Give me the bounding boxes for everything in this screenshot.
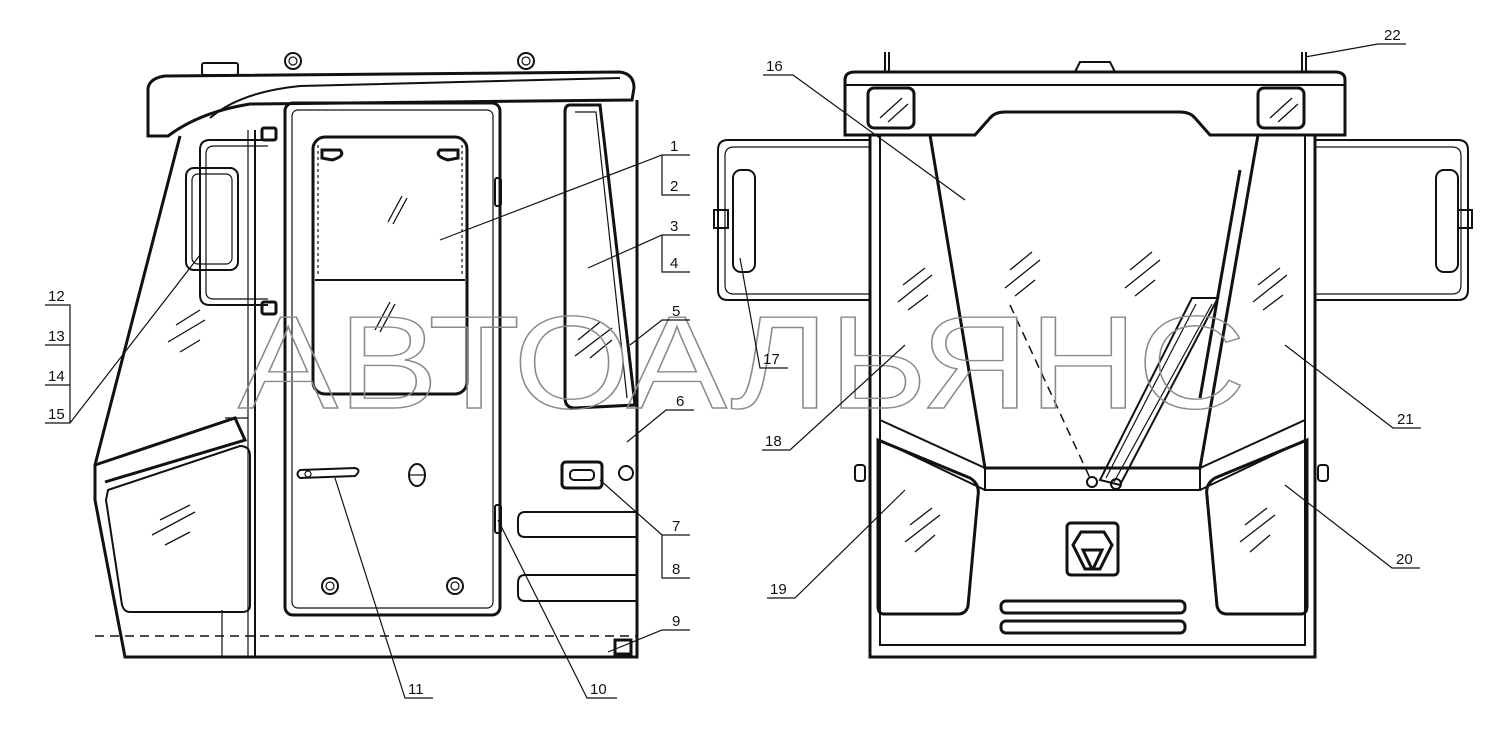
callout-19: 19	[770, 581, 787, 598]
callout-9: 9	[672, 613, 680, 630]
side-lower-window	[104, 444, 251, 613]
callout-8: 8	[672, 561, 680, 578]
front-mirror-arm-left	[717, 139, 870, 301]
front-mirror-left	[732, 169, 756, 273]
callout-12: 12	[48, 288, 65, 305]
front-mirror-right	[1435, 169, 1459, 273]
callout-15: 15	[48, 406, 65, 423]
cab-side-view	[93, 52, 639, 659]
callout-22: 22	[1384, 27, 1401, 44]
callout-13: 13	[48, 328, 65, 345]
callout-2: 2	[670, 178, 678, 195]
front-mirror-arm-right	[1315, 139, 1469, 301]
callout-14: 14	[48, 368, 65, 385]
callout-20: 20	[1396, 551, 1413, 568]
front-windshield	[928, 134, 1260, 470]
side-plug	[618, 465, 634, 481]
front-lower-window-right	[1205, 437, 1309, 616]
side-switch	[560, 460, 604, 490]
front-body-outline	[868, 135, 1317, 659]
side-handrail	[199, 139, 268, 306]
callout-6: 6	[676, 393, 684, 410]
callout-10: 10	[590, 681, 607, 698]
callout-16: 16	[766, 58, 783, 75]
side-vent	[517, 511, 637, 538]
front-grill-slot	[999, 599, 1187, 615]
roof-beacon-base	[201, 62, 239, 76]
callout-21: 21	[1397, 411, 1414, 428]
front-work-light-right	[1256, 86, 1306, 130]
watermark: АВТОАЛЬЯНС	[238, 289, 1246, 436]
side-door	[283, 101, 502, 617]
callout-4: 4	[670, 255, 678, 272]
callout-7: 7	[672, 518, 680, 535]
side-rear-window	[563, 103, 637, 410]
front-logo	[1065, 521, 1120, 577]
callout-leaders	[45, 43, 1421, 699]
callout-3: 3	[670, 218, 678, 235]
callout-labels: 1 2 3 4 5 6 7 8 9 10 11 12 13 14 15 16 1…	[48, 27, 1414, 698]
callout-18: 18	[765, 433, 782, 450]
side-vent	[517, 574, 637, 602]
door-handle	[296, 466, 360, 480]
lifting-eye	[517, 52, 535, 70]
callout-11: 11	[408, 681, 424, 698]
callout-5: 5	[672, 303, 680, 320]
callout-1: 1	[670, 138, 678, 155]
side-roof	[146, 70, 636, 138]
cab-front-view	[713, 52, 1473, 659]
callout-17: 17	[763, 351, 780, 368]
front-roof	[843, 70, 1347, 137]
lifting-eye	[284, 52, 302, 70]
front-work-light-left	[866, 86, 916, 130]
front-grill-slot	[999, 619, 1187, 635]
door-upper-window	[311, 135, 469, 396]
side-mirror	[185, 167, 239, 271]
side-body-outline	[93, 100, 639, 659]
front-lower-window-left	[876, 437, 980, 616]
